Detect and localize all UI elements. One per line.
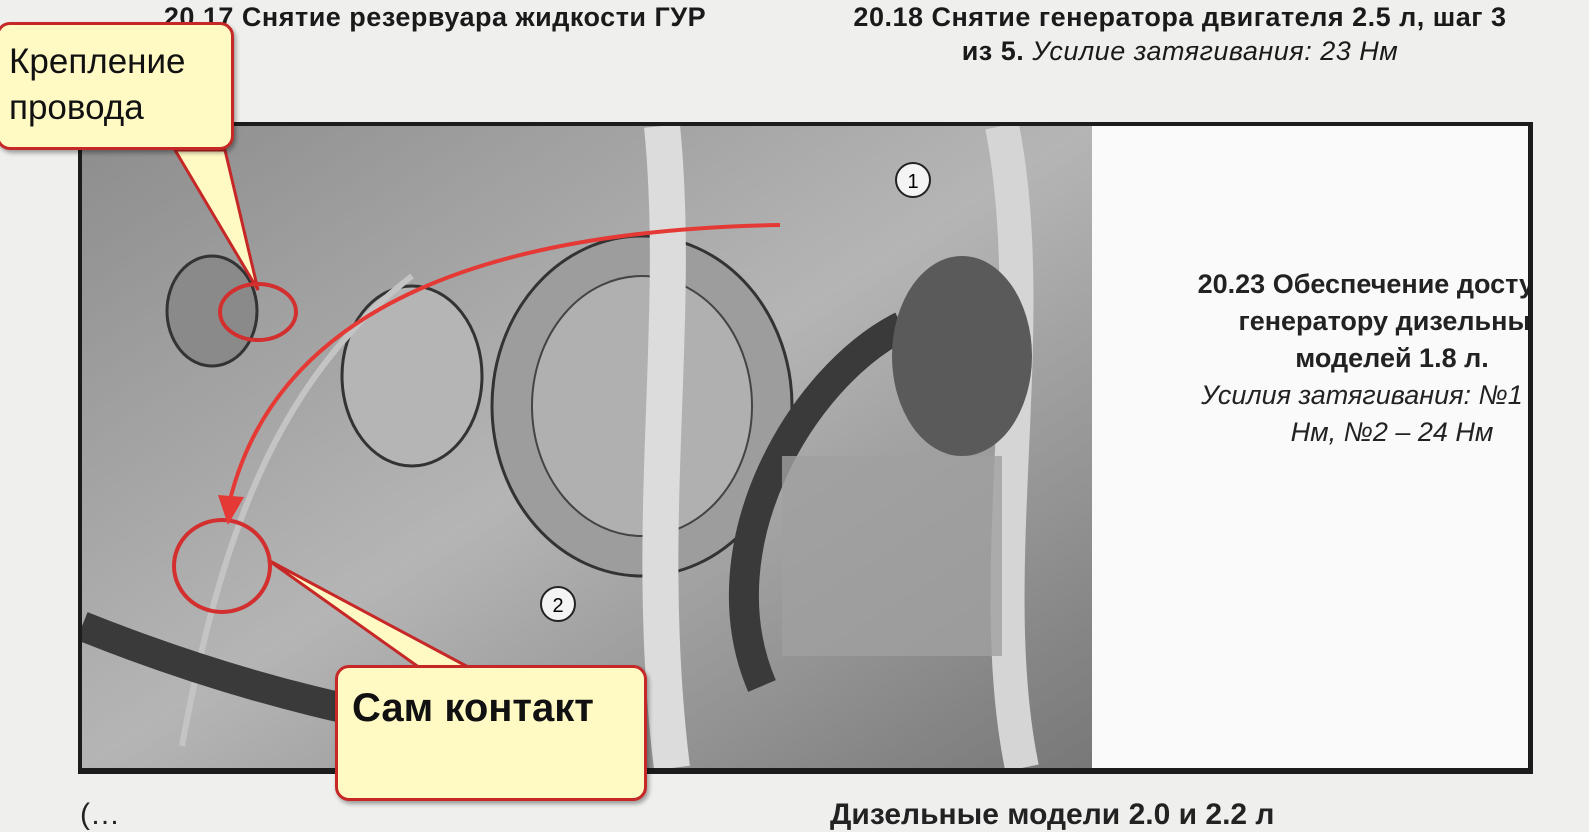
callout-wire-mount: Крепление провода: [0, 22, 234, 150]
figure-caption: 20.23 Обеспечение доступа к генератору д…: [1182, 266, 1533, 451]
footer-right-heading: Дизельные модели 2.0 и 2.2 л: [830, 798, 1275, 831]
heading-20-17: 20.17 Снятие резервуара жидкости ГУР: [163, 2, 707, 32]
pulley: [165, 254, 259, 368]
caption-torque: Усилия затягивания: №1 – 15 Нм, №2 – 24 …: [1201, 380, 1528, 447]
heading-20-18: 20.18 Снятие генератора двигателя 2.5 л,…: [840, 0, 1520, 68]
generator-front: [340, 284, 484, 468]
heading-20-18-bold: 20.18 Снятие генератора двигателя 2.5 л,…: [853, 2, 1507, 66]
footer-left-text: (…: [80, 798, 120, 831]
callout-contact: Сам контакт: [335, 665, 647, 801]
pipe: [985, 126, 1039, 768]
caption-title: 20.23 Обеспечение доступа к генератору д…: [1197, 269, 1533, 373]
engine-photo-figure: 20.23 Обеспечение доступа к генератору д…: [78, 122, 1533, 774]
pipe: [642, 126, 690, 768]
heading-20-18-torque: Усилие затягивания: 23 Нм: [1032, 36, 1399, 66]
